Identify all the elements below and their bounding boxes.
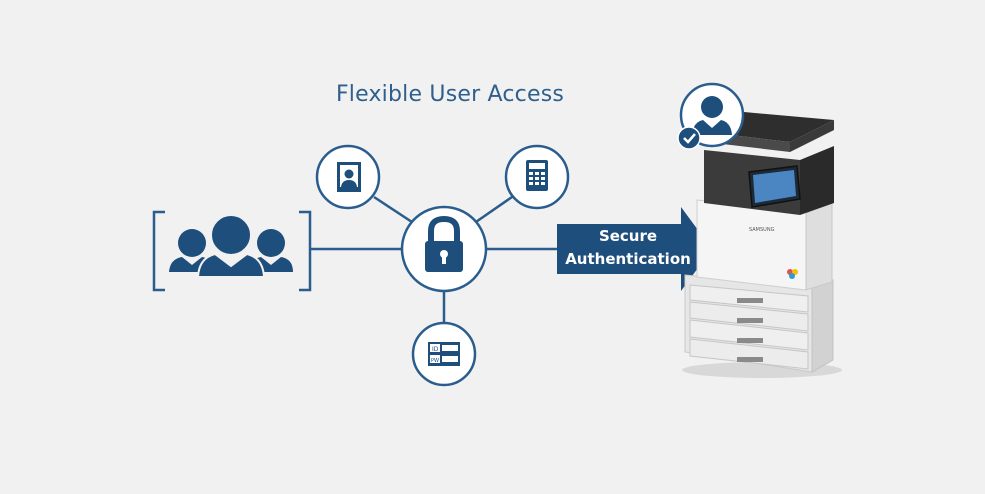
connector-calculator-lock	[472, 195, 513, 226]
arrow-label-line2: Authentication	[565, 250, 691, 268]
id-photo-icon	[337, 162, 361, 192]
svg-text:ID: ID	[432, 346, 439, 353]
padlock-icon	[425, 215, 463, 272]
diagram-title: Flexible User Access	[335, 82, 565, 107]
user-group-icon	[152, 210, 312, 292]
connector-photo-lock	[373, 195, 416, 226]
padlock-node	[400, 205, 488, 293]
right-bracket	[299, 210, 312, 292]
left-bracket	[152, 210, 165, 292]
connector-lines	[310, 195, 557, 325]
verified-user-node	[677, 82, 745, 150]
id-photo-node	[315, 144, 381, 210]
id-password-card-icon: ID PW	[428, 342, 460, 366]
arrow-label: Secure Authentication	[557, 225, 699, 271]
calculator-node	[504, 144, 570, 210]
multifunction-printer-icon: SAMSUNG	[682, 112, 842, 378]
check-icon	[683, 133, 696, 144]
svg-text:PW: PW	[431, 358, 439, 364]
printer-brand-label: SAMSUNG	[749, 227, 775, 233]
verified-user-icon	[677, 96, 732, 150]
id-password-node: ID PW	[411, 321, 477, 387]
secure-authentication-arrow	[557, 207, 712, 291]
calculator-icon	[526, 160, 548, 191]
check-badge	[677, 126, 701, 150]
arrow-label-line1: Secure	[598, 227, 658, 245]
